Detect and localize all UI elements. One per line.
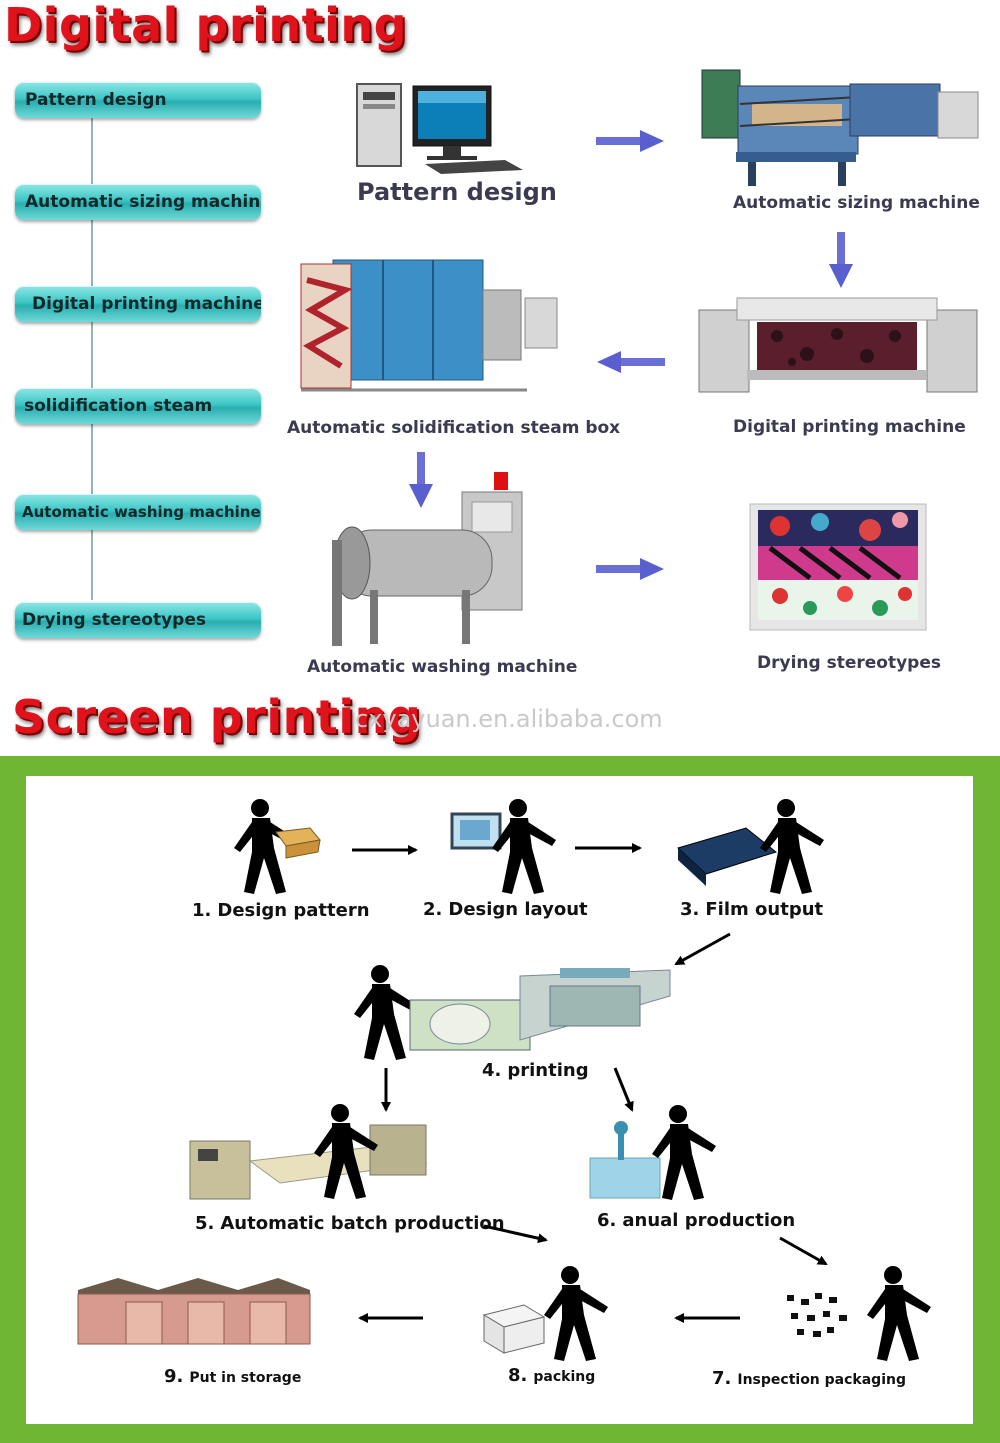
step-text: anual production [622,1210,796,1231]
step-pill-drying: Drying stereotypes [15,602,261,638]
step-number: 8. [508,1365,528,1386]
step-pill-washing: Automatic washing machine [15,494,261,530]
step-4-label: 4.printing [482,1060,589,1081]
step-number: 6. [597,1210,617,1231]
digital-printer-icon [698,297,978,393]
batch-machine-icon [189,1104,428,1200]
step-pill-solidification: solidification steam [15,388,261,424]
step-1-label: 1.Design pattern [192,900,370,921]
step-text: Inspection packaging [737,1372,906,1388]
step-text: packing [533,1369,596,1385]
arrow-down-right-icon [779,1236,828,1266]
process-connector-line [91,118,93,184]
washing-machine-icon [332,472,523,646]
sizing-machine-icon [701,69,979,186]
step-pill-label: Drying stereotypes [22,610,206,630]
step-pill-pattern-design: Pattern design [15,82,261,118]
digital-printing-caption: Digital printing machine [733,417,966,437]
person-board-icon [450,799,556,894]
sizing-caption: Automatic sizing machine [733,193,980,213]
step-text: Design pattern [217,900,370,921]
arrow-right-icon [596,130,664,152]
step-8-label: 8. packing [508,1365,595,1386]
step-5-label: 5.Automatic batch production [195,1213,505,1234]
step-2-label: 2.Design layout [423,899,588,920]
step-number: 1. [192,900,212,921]
step-pill-label: Digital printing machine [32,294,261,314]
process-connector-line [91,424,93,496]
step-pill-label: Automatic sizing machine [25,192,261,212]
steam-box-caption: Automatic solidification steam box [287,418,621,438]
drying-caption: Drying stereotypes [757,653,941,673]
arrow-down-icon [829,232,853,288]
step-number: 2. [423,899,443,920]
step-pill-label: Pattern design [25,90,167,110]
arrow-right-icon [596,558,664,580]
person-carrying-icon [234,799,321,894]
inspection-icon [787,1266,931,1361]
step-text: Automatic batch production [220,1213,505,1234]
arrow-down-left-icon [674,932,731,966]
computer-icon [356,83,523,174]
step-number: 9. [164,1366,184,1387]
step-pill-digital-printing: Digital printing machine [15,286,261,322]
step-pill-label: Automatic washing machine [22,503,261,521]
step-7-label: 7. Inspection packaging [712,1368,906,1389]
step-pill-label: solidification steam [24,396,213,416]
process-connector-line [91,322,93,388]
arrow-down-right-icon [613,1067,634,1112]
step-pill-sizing: Automatic sizing machine [15,184,261,220]
watermark: cxyayuan.en.alibaba.com [355,705,663,733]
step-number: 3. [680,899,700,920]
step-3-label: 3.Film output [680,899,823,920]
packing-icon [482,1266,608,1361]
screen-printing-title: Screen printing [12,690,422,744]
digital-printing-title: Digital printing [4,0,408,52]
arrow-down-icon [409,452,433,508]
step-number: 5. [195,1213,215,1234]
arrow-right-down-icon [483,1224,548,1244]
step-9-label: 9. Put in storage [164,1366,301,1387]
step-6-label: 6.anual production [597,1210,795,1231]
pattern-design-caption: Pattern design [357,178,557,206]
arrow-left-icon [597,351,665,373]
printing-press-icon [354,965,671,1060]
step-number: 7. [712,1368,732,1389]
steam-box-icon [300,259,558,392]
process-connector-line [91,220,93,286]
step-text: printing [507,1060,589,1081]
step-text: Design layout [448,899,588,920]
process-connector-line [91,530,93,600]
warehouse-icon [77,1278,311,1345]
washing-caption: Automatic washing machine [307,657,578,677]
manual-production-icon [589,1105,716,1200]
fabric-stack-icon [749,503,927,631]
step-number: 4. [482,1060,502,1081]
step-text: Film output [705,899,824,920]
step-text: Put in storage [189,1370,302,1386]
person-film-output-icon [677,799,824,894]
